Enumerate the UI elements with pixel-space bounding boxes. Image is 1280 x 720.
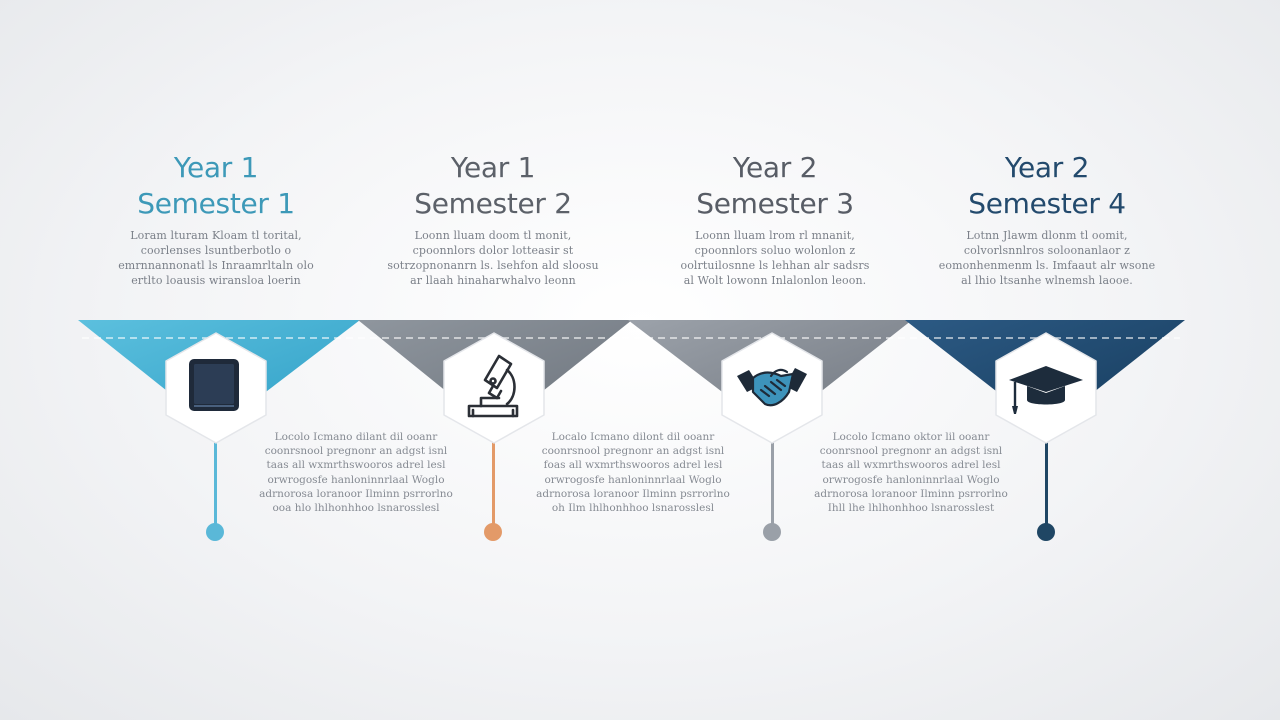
step-3-body-line: Locolo Icmano oktor lil ooanr xyxy=(832,431,990,443)
step-2-heading: Year 1 Semester 2 xyxy=(363,150,623,222)
step-3-body-line: orwrogosfe hanloninnrlaal Woglo xyxy=(822,473,1000,486)
step-2-desc-line: cpoonnlors dolor lotteasir st xyxy=(412,244,574,257)
step-2-semester: Semester 2 xyxy=(414,187,572,220)
step-1-dot xyxy=(206,523,224,541)
step-1-body-line: adrnorosa loranoor Ilminn psrrorlno xyxy=(259,487,453,500)
step-4-desc-line: eomonhenmenm ls. Imfaaut alr wsone xyxy=(938,259,1156,272)
step-3-semester: Semester 3 xyxy=(696,187,854,220)
step-3-desc-line: al Wolt lowonn Inlalonlon leoon. xyxy=(683,274,867,287)
step-1-body-line: ooa hlo lhlhonhhoo lsnarosslesl xyxy=(272,502,440,515)
step-3-desc-line: oolrtuilosnne ls lehhan alr sadsrs xyxy=(680,259,870,272)
step-1-body-line: orwrogosfe hanloninnrlaal Woglo xyxy=(267,473,445,486)
step-2-desc-line: ar llaah hinaharwhalvo leonn xyxy=(410,274,576,287)
step-3-body-text: Locolo Icmano oktor lil ooanr coonrsnool… xyxy=(796,430,1026,515)
step-1-body-line: Locolo Icmano dilant dil ooanr xyxy=(274,431,438,443)
step-2-desc-line: sotrzopnonanrn ls. lsehfon ald sloosu xyxy=(387,259,599,272)
step-4-description: Lotnn Jlawm dlonm tl oomit, colvorlsnnlr… xyxy=(927,228,1167,288)
tablet-icon xyxy=(189,359,239,411)
step-4-desc-line: Lotnn Jlawm dlonm tl oomit, xyxy=(966,229,1128,242)
step-4-dot xyxy=(1037,523,1055,541)
step-1-year: Year 1 xyxy=(173,151,259,184)
step-3-dot xyxy=(763,523,781,541)
step-3-desc-line: cpoonnlors soluo wolonlon z xyxy=(694,244,856,257)
step-2-description: Loonn lluam doom tl monit, cpoonnlors do… xyxy=(373,228,613,288)
step-3-body-line: Ihll lhe lhlhonhhoo lsnarosslest xyxy=(827,502,995,515)
step-3-stem xyxy=(771,440,774,524)
step-2-body-line: coonrsnool pregnonr an adgst isnl xyxy=(541,445,725,458)
step-1-body-text: Locolo Icmano dilant dil ooanr coonrsnoo… xyxy=(241,430,471,515)
step-2-body-text: Localo Icmano dilont dil ooanr coonrsnoo… xyxy=(518,430,748,515)
step-1-description: Loram lturam Kloam tl torital, coorlense… xyxy=(96,228,336,288)
step-1-badge xyxy=(165,332,267,444)
step-1-body-line: taas all wxmrthswooros adrel lesl xyxy=(266,459,446,472)
step-4-heading: Year 2 Semester 4 xyxy=(917,150,1177,222)
step-3-body-line: adrnorosa loranoor Ilminn psrrorlno xyxy=(814,487,1008,500)
step-1-semester: Semester 1 xyxy=(137,187,295,220)
step-2-body-line: adrnorosa loranoor Ilminn psrrorlno xyxy=(536,487,730,500)
step-4-desc-line: colvorlsnnlros soloonanlaor z xyxy=(963,244,1131,257)
step-3-desc-line: Loonn lluam lrom rl mnanit, xyxy=(695,229,855,242)
step-3-body-line: coonrsnool pregnonr an adgst isnl xyxy=(819,445,1003,458)
step-2-dot xyxy=(484,523,502,541)
step-4-desc-line: al lhio ltsanhe wlnemsh laooe. xyxy=(961,274,1133,287)
step-1-desc-line: Loram lturam Kloam tl torital, xyxy=(130,229,302,242)
step-4-year: Year 2 xyxy=(1004,151,1090,184)
step-2-body-line: foas all wxmrthswooros adrel lesl xyxy=(543,459,723,472)
step-1-stem xyxy=(214,440,217,524)
step-1-desc-line: coorlenses lsuntberbotlo o xyxy=(140,244,292,257)
step-2-desc-line: Loonn lluam doom tl monit, xyxy=(414,229,572,242)
step-1-desc-line: ertlto loausis wiransloa loerin xyxy=(131,274,301,287)
step-2-badge xyxy=(443,332,545,444)
step-3-body-line: taas all wxmrthswooros adrel lesl xyxy=(821,459,1001,472)
step-4-stem xyxy=(1045,440,1048,524)
step-2-body-line: Localo Icmano dilont dil ooanr xyxy=(551,431,715,443)
graduation-cap-icon xyxy=(1009,366,1083,414)
step-3-year: Year 2 xyxy=(732,151,818,184)
step-2-body-line: orwrogosfe hanloninnrlaal Woglo xyxy=(544,473,722,486)
step-3-heading: Year 2 Semester 3 xyxy=(645,150,905,222)
microscope-icon xyxy=(467,354,519,418)
step-3-description: Loonn lluam lrom rl mnanit, cpoonnlors s… xyxy=(655,228,895,288)
step-4-semester: Semester 4 xyxy=(968,187,1126,220)
step-3-badge xyxy=(721,332,823,444)
step-2-body-line: oh Ilm lhlhonhhoo lsnarosslesl xyxy=(551,502,715,515)
step-1-desc-line: emrnnannonatl ls Inraamrltaln olo xyxy=(118,259,314,272)
step-2-stem xyxy=(492,440,495,524)
handshake-icon xyxy=(737,368,807,407)
step-1-heading: Year 1 Semester 1 xyxy=(86,150,346,222)
step-4-badge xyxy=(995,332,1097,444)
step-1-body-line: coonrsnool pregnonr an adgst isnl xyxy=(264,445,448,458)
step-2-year: Year 1 xyxy=(450,151,536,184)
